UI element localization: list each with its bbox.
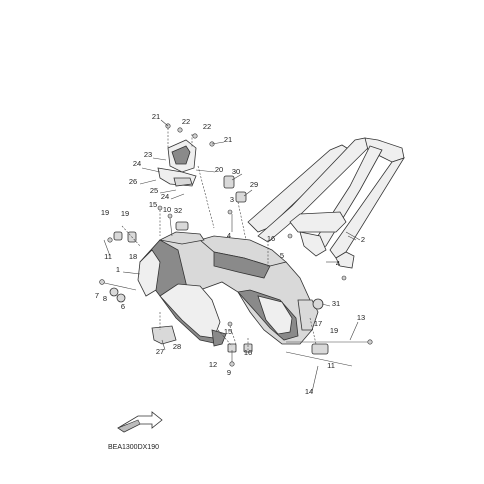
callout-6: 6 xyxy=(121,302,125,311)
callout-24: 24 xyxy=(161,192,169,201)
callout-19: 19 xyxy=(330,326,338,335)
callout-9: 9 xyxy=(227,368,231,377)
callout-3: 3 xyxy=(230,195,234,204)
callout-13: 13 xyxy=(357,313,365,322)
callout-12: 12 xyxy=(209,360,217,369)
callout-5: 5 xyxy=(280,251,284,260)
main-frame xyxy=(137,231,319,347)
callout-29: 29 xyxy=(250,180,258,189)
callout-19: 19 xyxy=(101,208,109,217)
callout-19: 19 xyxy=(121,209,129,218)
leader-lines xyxy=(122,119,361,393)
callout-15: 15 xyxy=(224,327,232,336)
front-arrow-icon xyxy=(117,411,163,433)
callout-16: 16 xyxy=(244,348,252,357)
callout-25: 25 xyxy=(150,186,158,195)
callout-22: 22 xyxy=(182,117,190,126)
callout-15: 15 xyxy=(149,200,157,209)
assembly-lines xyxy=(121,128,317,350)
small-parts xyxy=(109,175,329,355)
callout-16: 16 xyxy=(267,234,275,243)
callout-23: 23 xyxy=(144,150,152,159)
callout-30: 30 xyxy=(232,167,240,176)
callout-14: 14 xyxy=(305,387,313,396)
callout-7: 7 xyxy=(95,291,99,300)
callout-18: 18 xyxy=(129,252,137,261)
callout-17: 17 xyxy=(314,319,322,328)
callout-4: 4 xyxy=(336,259,340,268)
top-bracket xyxy=(157,139,197,187)
callout-21: 21 xyxy=(224,135,232,144)
callout-1: 1 xyxy=(116,265,120,274)
callout-21: 21 xyxy=(152,112,160,121)
callout-24: 24 xyxy=(133,159,141,168)
callout-22: 22 xyxy=(203,122,211,131)
callout-2: 2 xyxy=(361,235,365,244)
through-bolts xyxy=(99,214,370,367)
diagram-code: BEA1300DX190 xyxy=(108,444,159,451)
callout-11: 11 xyxy=(104,252,112,261)
callout-11: 11 xyxy=(327,361,335,370)
callout-20: 20 xyxy=(215,165,223,174)
callout-32: 32 xyxy=(174,206,182,215)
callout-8: 8 xyxy=(103,294,107,303)
callout-28: 28 xyxy=(173,342,181,351)
callout-4: 4 xyxy=(227,231,231,240)
callout-31: 31 xyxy=(332,299,340,308)
callout-10: 10 xyxy=(163,205,171,214)
rear-subframe xyxy=(247,137,405,269)
callout-27: 27 xyxy=(156,347,164,356)
callout-26: 26 xyxy=(129,177,137,186)
